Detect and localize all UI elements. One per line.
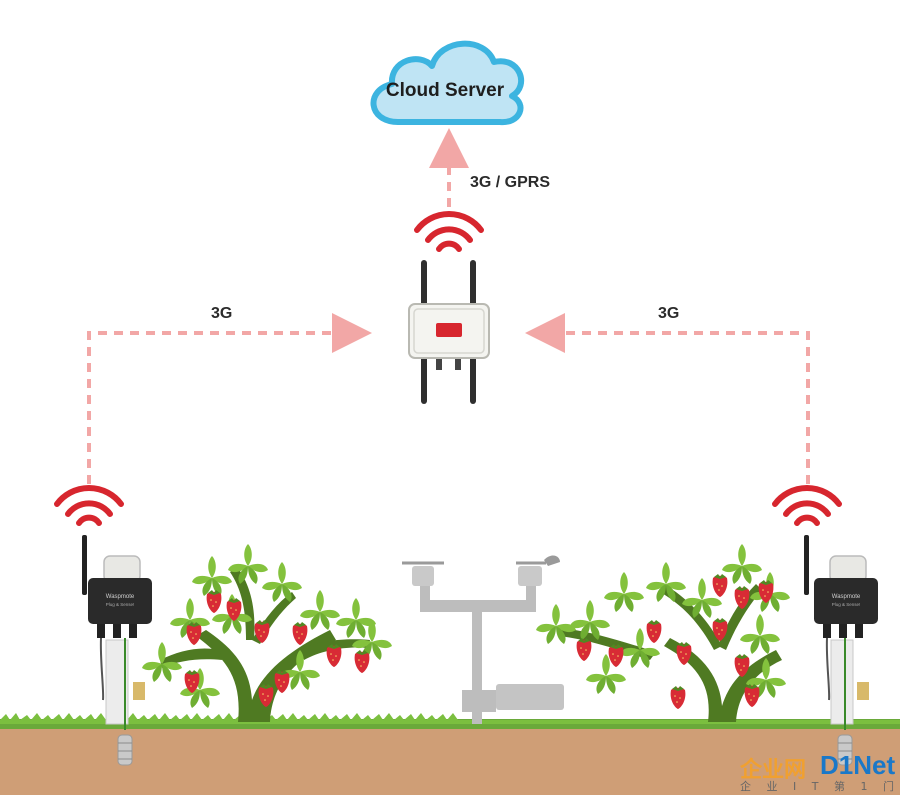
left-strawberry-plant-icon — [142, 544, 392, 722]
cloud-icon — [370, 40, 525, 126]
svg-text:Plug & Sense!: Plug & Sense! — [106, 602, 135, 607]
watermark-subtitle: 企 业 I T 第 1 门 户 — [740, 780, 900, 793]
right-dashed-link — [525, 313, 810, 484]
left-link-label: 3G — [211, 305, 233, 322]
left-node-wifi-signal-icon — [57, 488, 121, 523]
uplink-label: 3G / GPRS — [470, 174, 551, 191]
watermark-net: D1Net — [820, 750, 896, 780]
right-sensor-node-icon: Waspmote Plug & Sense! — [804, 535, 878, 766]
svg-text:Waspmote: Waspmote — [832, 594, 861, 600]
gateway-wifi-signal-icon — [417, 214, 481, 249]
right-strawberry-plant-icon — [536, 544, 790, 722]
left-sensor-node-icon: Waspmote Plug & Sense! — [82, 535, 152, 766]
gateway-icon — [408, 260, 490, 404]
grass-tufts — [0, 713, 900, 724]
right-link-label: 3G — [658, 305, 680, 322]
watermark: 企业网 D1Net 企 业 I T 第 1 门 户 — [738, 750, 900, 794]
soil — [0, 727, 900, 795]
svg-text:Waspmote: Waspmote — [106, 594, 135, 600]
cloud-server-label: Cloud Server — [385, 80, 505, 101]
left-dashed-link — [87, 313, 372, 484]
weather-station-icon — [402, 555, 564, 724]
watermark-brand: 企业网 — [740, 758, 807, 783]
svg-text:Plug & Sense!: Plug & Sense! — [832, 602, 861, 607]
right-node-wifi-signal-icon — [775, 488, 839, 523]
